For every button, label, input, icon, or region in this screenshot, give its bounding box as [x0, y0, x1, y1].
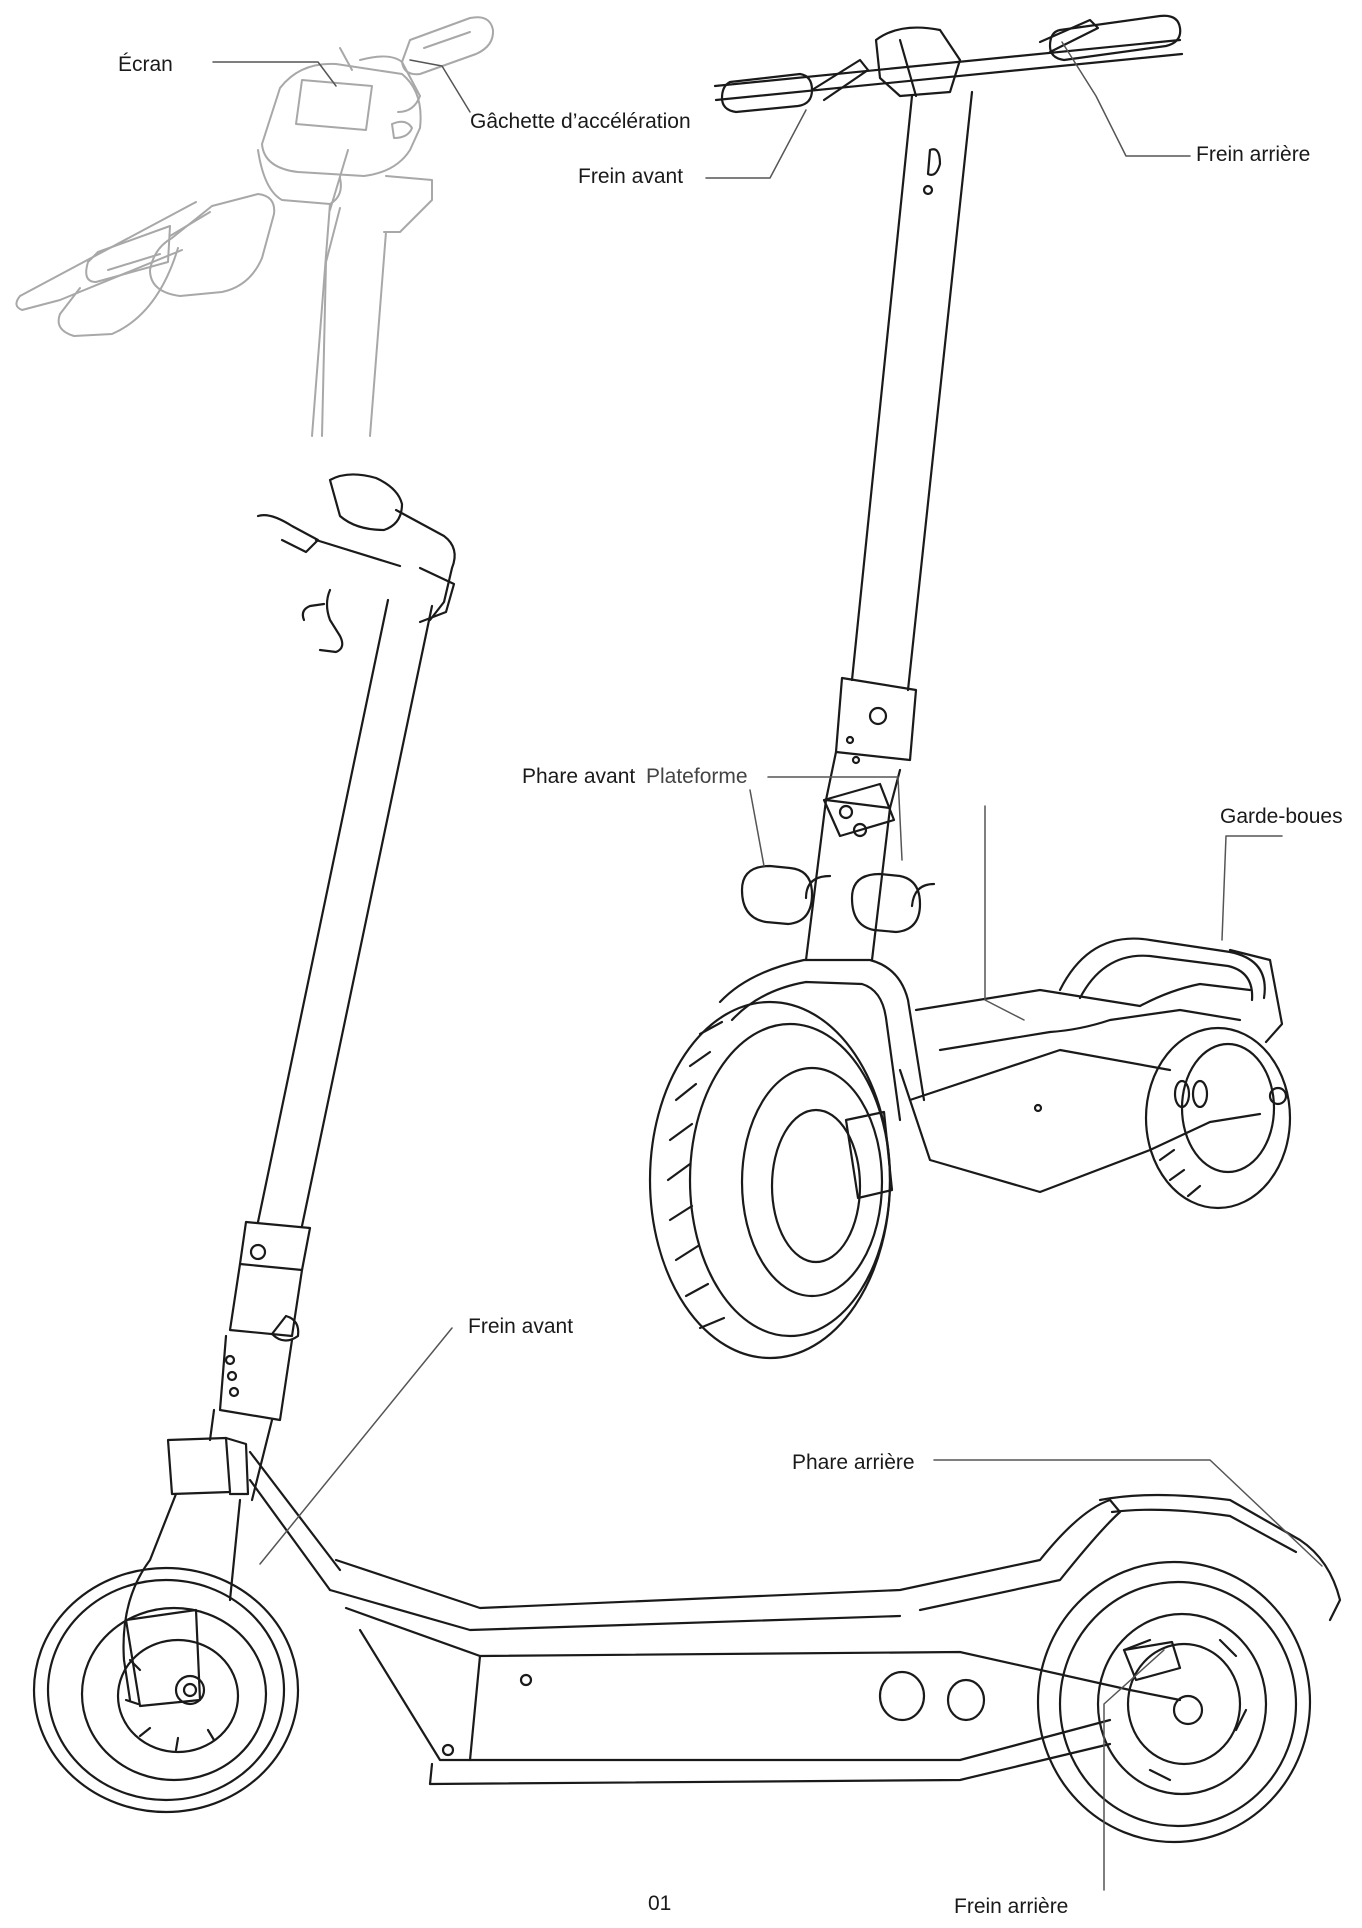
label-ecran: Écran — [118, 53, 173, 76]
label-phare-avant: Phare avant — [522, 765, 636, 788]
label-frein-arriere-bottom: Frein arrière — [954, 1895, 1069, 1918]
page-number: 01 — [648, 1892, 672, 1915]
label-gachette-acceleration: Gâchette d’accélération — [470, 110, 691, 133]
label-frein-avant-top: Frein avant — [578, 165, 684, 188]
scooter-side-view-illustration — [32, 473, 1342, 1844]
label-plateforme: Plateforme — [646, 765, 748, 788]
label-frein-arriere-top: Frein arrière — [1196, 143, 1311, 166]
scooter-front-view-illustration — [648, 14, 1292, 1360]
label-phare-arriere: Phare arrière — [792, 1451, 915, 1474]
label-garde-boues: Garde-boues — [1220, 805, 1343, 828]
label-frein-avant-bottom: Frein avant — [468, 1315, 574, 1338]
callout-lines — [212, 41, 1323, 1891]
handlebar-closeup-illustration — [15, 16, 495, 437]
